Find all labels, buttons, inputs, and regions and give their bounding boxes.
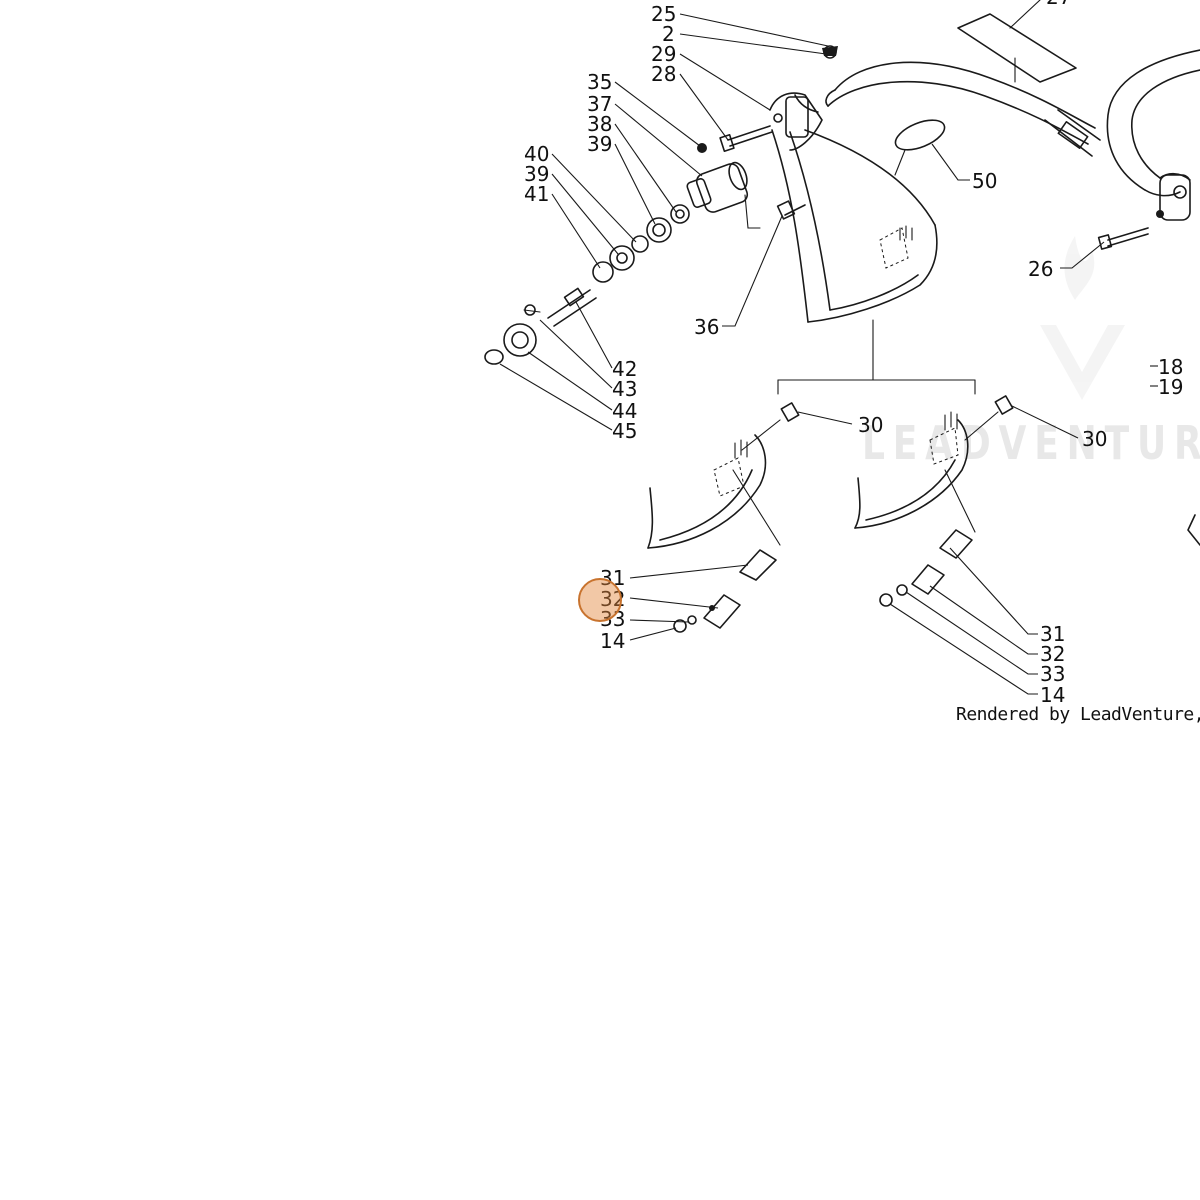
callout-25[interactable]: 25 <box>651 2 676 26</box>
handlebar <box>825 0 1200 546</box>
callout-42[interactable]: 42 <box>612 357 637 381</box>
callout-14-right[interactable]: 14 <box>1040 683 1065 707</box>
callout-35[interactable]: 35 <box>587 70 612 94</box>
leader-lines <box>499 13 1158 695</box>
callout-26[interactable]: 26 <box>1028 257 1053 281</box>
watermark-text: LEADVENTURE <box>862 416 1200 470</box>
callout-32-right[interactable]: 32 <box>1040 642 1065 666</box>
callout-50[interactable]: 50 <box>972 169 997 193</box>
callout-28[interactable]: 28 <box>651 62 676 86</box>
lower-guard-right <box>854 395 1014 607</box>
callout-39-lower[interactable]: 39 <box>524 162 549 186</box>
callout-45[interactable]: 45 <box>612 419 637 443</box>
render-credit: Rendered by LeadVenture, Inc <box>956 704 1200 725</box>
highlight-hotspot-32[interactable] <box>578 578 622 622</box>
callout-38[interactable]: 38 <box>587 112 612 136</box>
callout-18[interactable]: 18 <box>1158 355 1183 379</box>
watermark-logo <box>1040 236 1125 400</box>
callout-19[interactable]: 19 <box>1158 375 1183 399</box>
lower-guard-left <box>647 402 800 633</box>
callout-30-right[interactable]: 30 <box>1082 427 1107 451</box>
callout-41[interactable]: 41 <box>524 182 549 206</box>
callout-29[interactable]: 29 <box>651 42 676 66</box>
callout-2[interactable]: 2 <box>662 22 675 46</box>
callout-39-upper[interactable]: 39 <box>587 132 612 156</box>
alternative-bracket <box>777 379 976 395</box>
callout-40[interactable]: 40 <box>524 142 549 166</box>
callout-36[interactable]: 36 <box>694 315 719 339</box>
callout-31-right[interactable]: 31 <box>1040 622 1065 646</box>
callout-27[interactable]: 27 <box>1046 0 1071 9</box>
callout-30-left[interactable]: 30 <box>858 413 883 437</box>
callout-43[interactable]: 43 <box>612 377 637 401</box>
callout-labels: 25 2 29 28 35 37 38 39 40 39 41 42 43 44… <box>524 0 1183 707</box>
callout-37[interactable]: 37 <box>587 92 612 116</box>
callout-33-right[interactable]: 33 <box>1040 662 1065 686</box>
upper-guard <box>484 45 946 381</box>
callout-44[interactable]: 44 <box>612 399 637 423</box>
callout-14-left[interactable]: 14 <box>600 629 625 653</box>
